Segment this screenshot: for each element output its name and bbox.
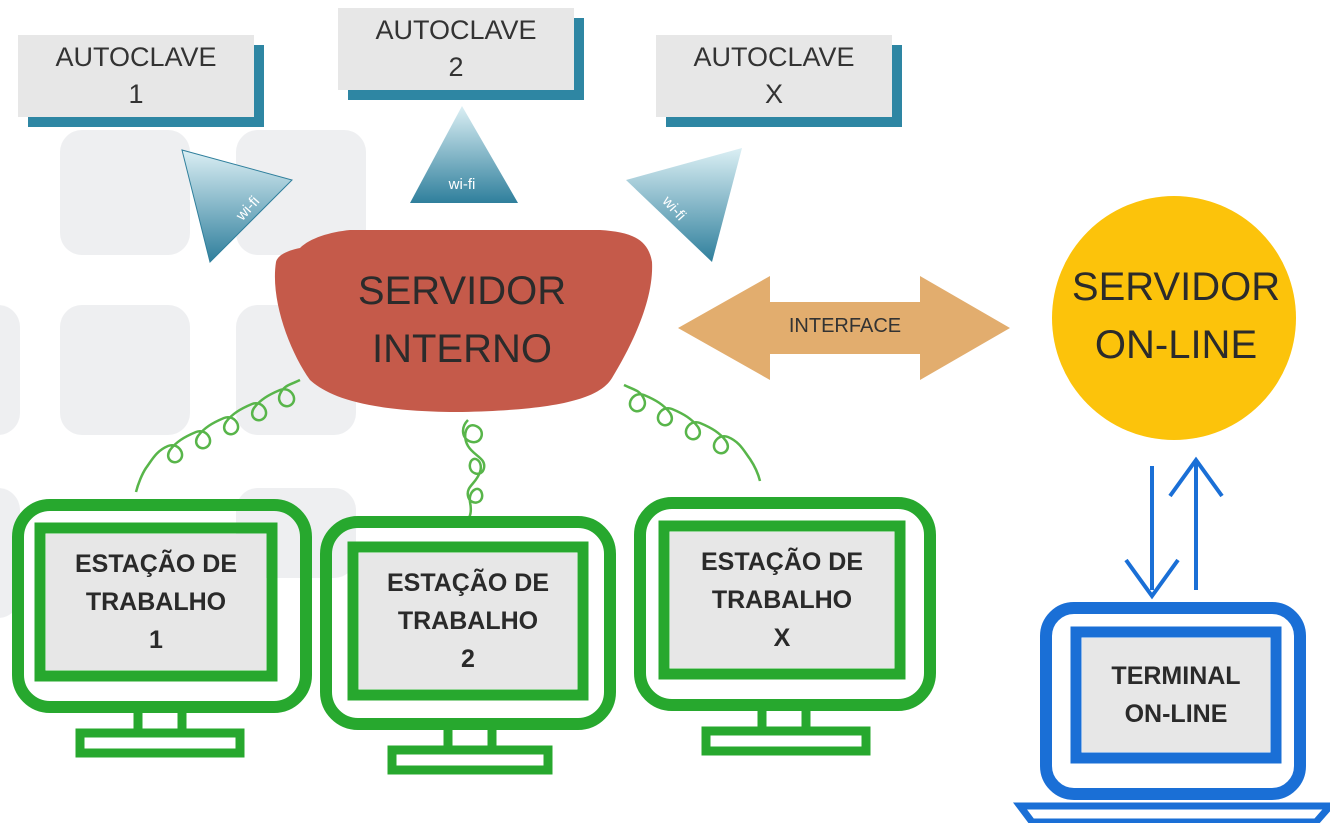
- autoclave-2: AUTOCLAVE 2: [338, 8, 584, 100]
- servidor-interno-line1: SERVIDOR: [357, 269, 567, 313]
- workstation-line3: 2: [461, 645, 475, 673]
- interface-label: INTERFACE: [788, 315, 902, 337]
- wifi-icon: [410, 106, 518, 203]
- workstation-line1: ESTAÇÃO DE: [386, 569, 550, 597]
- autoclave-x: AUTOCLAVE X: [656, 35, 902, 127]
- servidor-online-line2: ON-LINE: [1094, 323, 1258, 367]
- workstation-line2: TRABALHO: [397, 607, 539, 635]
- terminal-label: TERMINAL ON-LINE: [1082, 638, 1270, 752]
- autoclave-title: AUTOCLAVE: [375, 15, 537, 45]
- terminal-laptop: [1013, 602, 1330, 823]
- workstation-monitor-x: [634, 497, 936, 756]
- autoclave-1: AUTOCLAVE 1: [18, 35, 264, 127]
- workstation-line1: ESTAÇÃO DE: [700, 548, 864, 576]
- wifi-icon: [626, 148, 742, 262]
- workstation-label-2: ESTAÇÃO DE TRABALHO 2: [359, 553, 577, 689]
- autoclave-face: AUTOCLAVE 1: [18, 35, 254, 117]
- workstation-monitor-1: [12, 499, 312, 758]
- workstation-line2: TRABALHO: [85, 588, 227, 616]
- autoclave-id: 1: [128, 79, 144, 109]
- cable-coil: [623, 383, 762, 482]
- workstation-line3: 1: [149, 626, 163, 654]
- wifi-label: wi-fi: [448, 176, 476, 193]
- cable-coil: [134, 378, 301, 493]
- servidor-interno-line2: INTERNO: [372, 327, 552, 371]
- servidor-interno-shape: [274, 230, 653, 412]
- workstation-monitor-2: [320, 516, 616, 775]
- autoclave-id: X: [764, 79, 783, 109]
- interface-arrow: [678, 276, 1010, 380]
- workstation-label-1: ESTAÇÃO DE TRABALHO 1: [46, 534, 266, 670]
- workstation-line2: TRABALHO: [711, 586, 853, 614]
- autoclave-title: AUTOCLAVE: [55, 42, 217, 72]
- autoclave-title: AUTOCLAVE: [693, 42, 855, 72]
- sync-arrows: [1124, 456, 1224, 600]
- workstation-line1: ESTAÇÃO DE: [74, 550, 238, 578]
- servidor-online-line1: SERVIDOR: [1071, 265, 1281, 309]
- wifi-icon: [181, 149, 293, 263]
- autoclave-face: AUTOCLAVE X: [656, 35, 892, 117]
- workstation-line3: X: [773, 624, 791, 652]
- background-squares: [0, 130, 366, 618]
- workstation-label-x: ESTAÇÃO DE TRABALHO X: [670, 532, 894, 668]
- cable-coil: [461, 419, 486, 521]
- autoclave-id: 2: [448, 52, 464, 82]
- terminal-line1: TERMINAL: [1111, 662, 1241, 690]
- servidor-online-label: SERVIDOR ON-LINE: [1054, 258, 1298, 374]
- autoclave-face: AUTOCLAVE 2: [338, 8, 574, 90]
- servidor-interno-label: SERVIDOR INTERNO: [300, 262, 624, 378]
- servidor-online-seal: [1052, 196, 1296, 440]
- terminal-line2: ON-LINE: [1124, 700, 1228, 728]
